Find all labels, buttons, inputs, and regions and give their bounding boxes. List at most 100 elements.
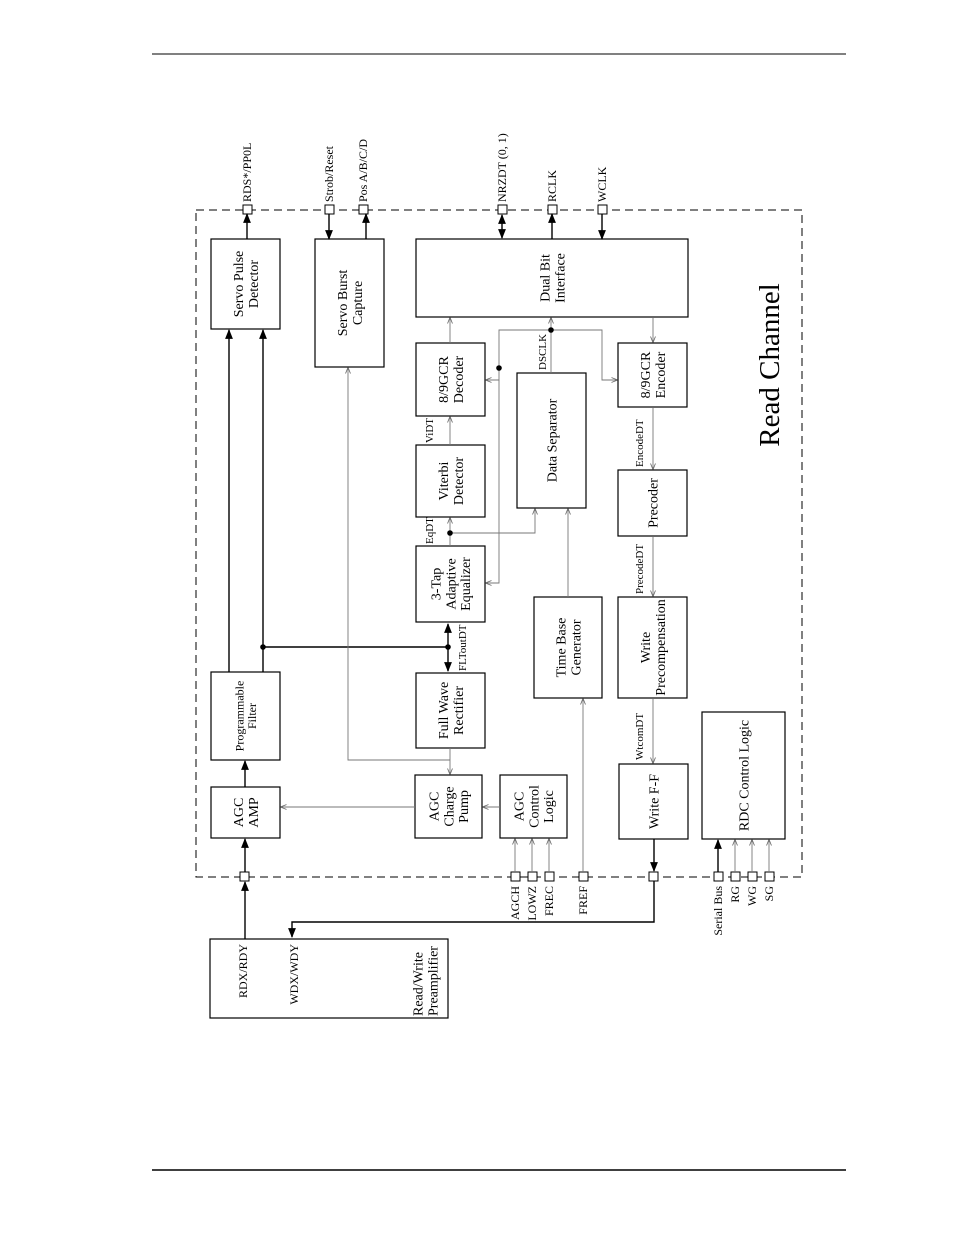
servo-burst-capture: Servo BurstCapture bbox=[314, 238, 385, 368]
signal-encodedt-label: EncodeDT bbox=[634, 419, 646, 467]
servo-pulse-detector: Servo PulseDetector bbox=[210, 238, 281, 330]
block-label-line: Logic bbox=[542, 790, 557, 823]
pin-rds-label: RDS*/PP0L bbox=[240, 143, 254, 202]
time-base-generator: Time BaseGenerator bbox=[533, 596, 603, 699]
block-label-line: Read/Write bbox=[412, 952, 427, 1016]
full-wave-rectifier: Full WaveRectifier bbox=[415, 672, 486, 749]
agc-control-logic-label: AGCControlLogic bbox=[513, 785, 557, 828]
block-label-line: Charge bbox=[442, 786, 457, 826]
signal-eqdt-label: EqDT bbox=[424, 517, 436, 544]
servo-pulse-detector-label: Servo PulseDetector bbox=[232, 251, 262, 318]
agc-control-logic: AGCControlLogic bbox=[499, 774, 568, 839]
block-label-line: Adaptive bbox=[444, 558, 459, 609]
junction-eq-bus bbox=[445, 644, 451, 650]
rdc-control-logic: RDC Control Logic bbox=[701, 711, 786, 840]
programmable-filter: ProgrammableFilter bbox=[210, 671, 281, 761]
programmable-filter-label: ProgrammableFilter bbox=[232, 681, 259, 752]
pin-agch-label: AGCH bbox=[508, 886, 522, 920]
junction-filter-bus bbox=[260, 644, 266, 650]
block-label-line: Decoder bbox=[452, 355, 467, 403]
pin-pos-label: Pos A/B/C/D bbox=[356, 139, 370, 202]
port-sg bbox=[764, 871, 775, 882]
block-label-line: 8/9GCR bbox=[437, 356, 452, 403]
port-serial-bus bbox=[713, 871, 724, 882]
write-ff-label: Write F-F bbox=[647, 774, 662, 829]
read-channel-title: Read Channel bbox=[754, 283, 786, 446]
block-label-line: Programmable bbox=[232, 681, 246, 752]
port-strob bbox=[324, 204, 335, 215]
pin-wg-label: WG bbox=[745, 886, 759, 906]
signal-wtcomdt-label: WtcomDT bbox=[634, 713, 646, 760]
block-label-line: AMP bbox=[247, 797, 262, 828]
precoder: Precoder bbox=[617, 469, 688, 537]
dual-bit-interface-label: Dual BitInterface bbox=[539, 253, 569, 303]
block-label-line: Data Separator bbox=[545, 398, 560, 482]
pin-serial-bus-label: Serial Bus bbox=[711, 886, 725, 936]
block-label-line: Generator bbox=[569, 619, 584, 675]
signal-dsclk-label: DSCLK bbox=[537, 334, 549, 370]
port-fref bbox=[578, 871, 589, 882]
block-label-line: Dual Bit bbox=[539, 254, 554, 302]
write-precompensation-label: WritePrecompensation bbox=[639, 599, 669, 695]
pin-sg-label: SG bbox=[762, 886, 776, 902]
block-label-line: Detector bbox=[247, 260, 262, 309]
junction-eqdt bbox=[447, 530, 453, 536]
block-label-line: Servo Pulse bbox=[232, 251, 247, 318]
block-label-line: Pump bbox=[457, 790, 472, 823]
port-wclk bbox=[597, 204, 608, 215]
gcr-encoder-label: 8/9GCREncoder bbox=[639, 351, 669, 398]
port-pos bbox=[358, 204, 369, 215]
agc-charge-pump: AGCChargePump bbox=[414, 774, 483, 839]
rdc-control-logic-label: RDC Control Logic bbox=[737, 720, 752, 831]
data-separator: Data Separator bbox=[516, 372, 587, 509]
pin-lowz-label: LOWZ bbox=[525, 886, 539, 921]
data-separator-label: Data Separator bbox=[545, 398, 560, 482]
read-write-preamplifier: Read/WritePreamplifier RDX/RDY WDX/WDY bbox=[209, 938, 449, 1019]
servo-burst-capture-label: Servo BurstCapture bbox=[336, 270, 366, 337]
pin-rclk-label: RCLK bbox=[545, 170, 559, 202]
agc-amp: AGCAMP bbox=[210, 786, 281, 839]
port-nrzdt bbox=[497, 204, 508, 215]
block-label-line: Precompensation bbox=[654, 599, 669, 695]
port-rds bbox=[242, 204, 253, 215]
block-label-line: Write F-F bbox=[647, 774, 662, 829]
port-lowz bbox=[527, 871, 538, 882]
port-wg bbox=[747, 871, 758, 882]
thin-signal-lines bbox=[281, 318, 769, 872]
block-label-line: Preamplifier bbox=[426, 946, 441, 1016]
block-label-line: Servo Burst bbox=[336, 270, 351, 337]
block-label-line: Write bbox=[639, 632, 654, 663]
block-label-line: Interface bbox=[553, 253, 568, 303]
write-ff: Write F-F bbox=[618, 763, 689, 840]
block-label-line: Detector bbox=[452, 457, 467, 506]
bold-signal-lines bbox=[225, 213, 722, 939]
pin-fref-label: FREF bbox=[576, 886, 590, 915]
gcr-decoder-label: 8/9GCRDecoder bbox=[437, 355, 467, 403]
block-label-line: Control bbox=[527, 785, 542, 828]
signal-fltoutdt-label: FLToutDT bbox=[457, 624, 469, 671]
pin-rg-label: RG bbox=[728, 886, 742, 903]
adaptive-equalizer-label: 3-TapAdaptiveEqualizer bbox=[430, 557, 474, 611]
block-label-line: Full Wave bbox=[437, 682, 452, 739]
wdx-wdy-label: WDX/WDY bbox=[287, 944, 301, 1005]
port-rdx bbox=[239, 871, 250, 882]
block-label-line: AGC bbox=[513, 792, 528, 822]
gcr-decoder: 8/9GCRDecoder bbox=[415, 342, 486, 417]
time-base-generator-label: Time BaseGenerator bbox=[555, 618, 585, 678]
pin-frec-label: FREC bbox=[542, 886, 556, 916]
port-rg bbox=[730, 871, 741, 882]
junction-dsclk-branch bbox=[496, 365, 502, 371]
block-label-line: Capture bbox=[351, 281, 366, 325]
port-frec bbox=[544, 871, 555, 882]
junction-dsclk bbox=[548, 327, 554, 333]
agc-charge-pump-label: AGCChargePump bbox=[428, 786, 472, 826]
port-agch bbox=[510, 871, 521, 882]
agc-amp-label: AGCAMP bbox=[232, 797, 262, 828]
block-label-line: 3-Tap bbox=[430, 568, 445, 600]
port-rclk bbox=[547, 204, 558, 215]
block-label-line: Time Base bbox=[555, 618, 570, 678]
viterbi-detector: ViterbiDetector bbox=[415, 444, 486, 518]
viterbi-detector-label: ViterbiDetector bbox=[437, 457, 467, 506]
pin-strob-label: Strob/Reset bbox=[322, 145, 336, 202]
